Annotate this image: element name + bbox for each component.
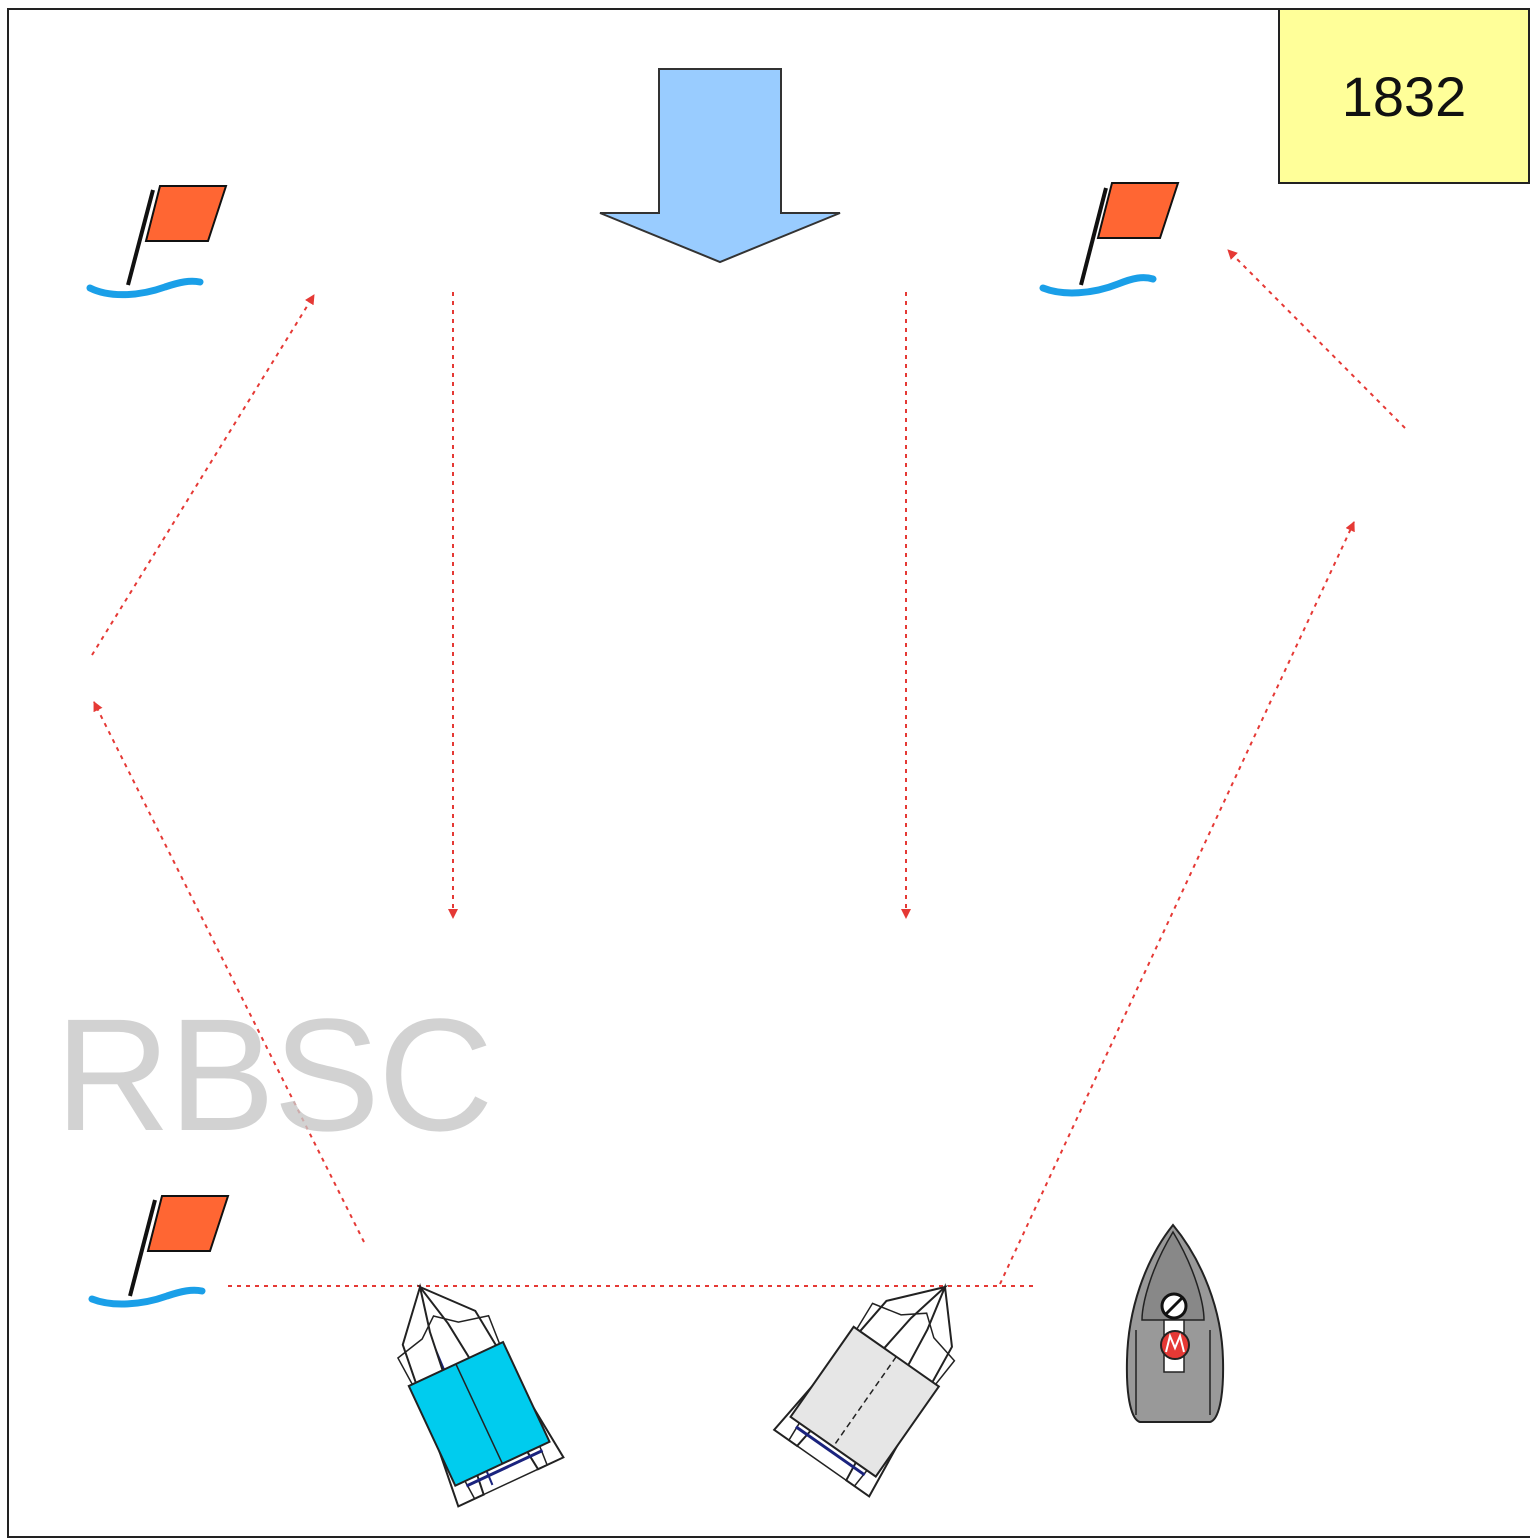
flag-pole bbox=[128, 1199, 157, 1297]
diagram-frame bbox=[7, 8, 1530, 1538]
mark-top-left bbox=[86, 185, 228, 299]
flag-icon bbox=[144, 185, 228, 242]
path-arrow-right-up-upper bbox=[1227, 249, 1406, 429]
wind-direction-arrow-icon bbox=[599, 68, 841, 264]
path-arrow-left-up-upper bbox=[91, 294, 315, 656]
mark-bottom-left bbox=[88, 1195, 230, 1308]
flag-icon bbox=[1096, 182, 1180, 239]
path-arrow-right-up-lower bbox=[999, 521, 1355, 1285]
diagram-number: 1832 bbox=[1341, 64, 1467, 128]
water-icon bbox=[86, 277, 204, 299]
catamaran-icon bbox=[772, 1283, 956, 1498]
flag-pole bbox=[1079, 187, 1108, 286]
mark-top-right bbox=[1039, 182, 1180, 297]
catamaran-icon bbox=[396, 1283, 565, 1508]
flag-icon bbox=[146, 1195, 230, 1252]
flag-pole bbox=[126, 189, 155, 286]
course-paths bbox=[91, 249, 1406, 1285]
person-body-icon bbox=[1160, 1330, 1190, 1360]
path-arrow-left-up-lower bbox=[93, 701, 365, 1243]
diagram-number-badge: 1832 bbox=[1278, 8, 1530, 184]
water-icon bbox=[1039, 274, 1157, 297]
motorboat-icon bbox=[1125, 1223, 1225, 1423]
water-icon bbox=[88, 1286, 206, 1308]
